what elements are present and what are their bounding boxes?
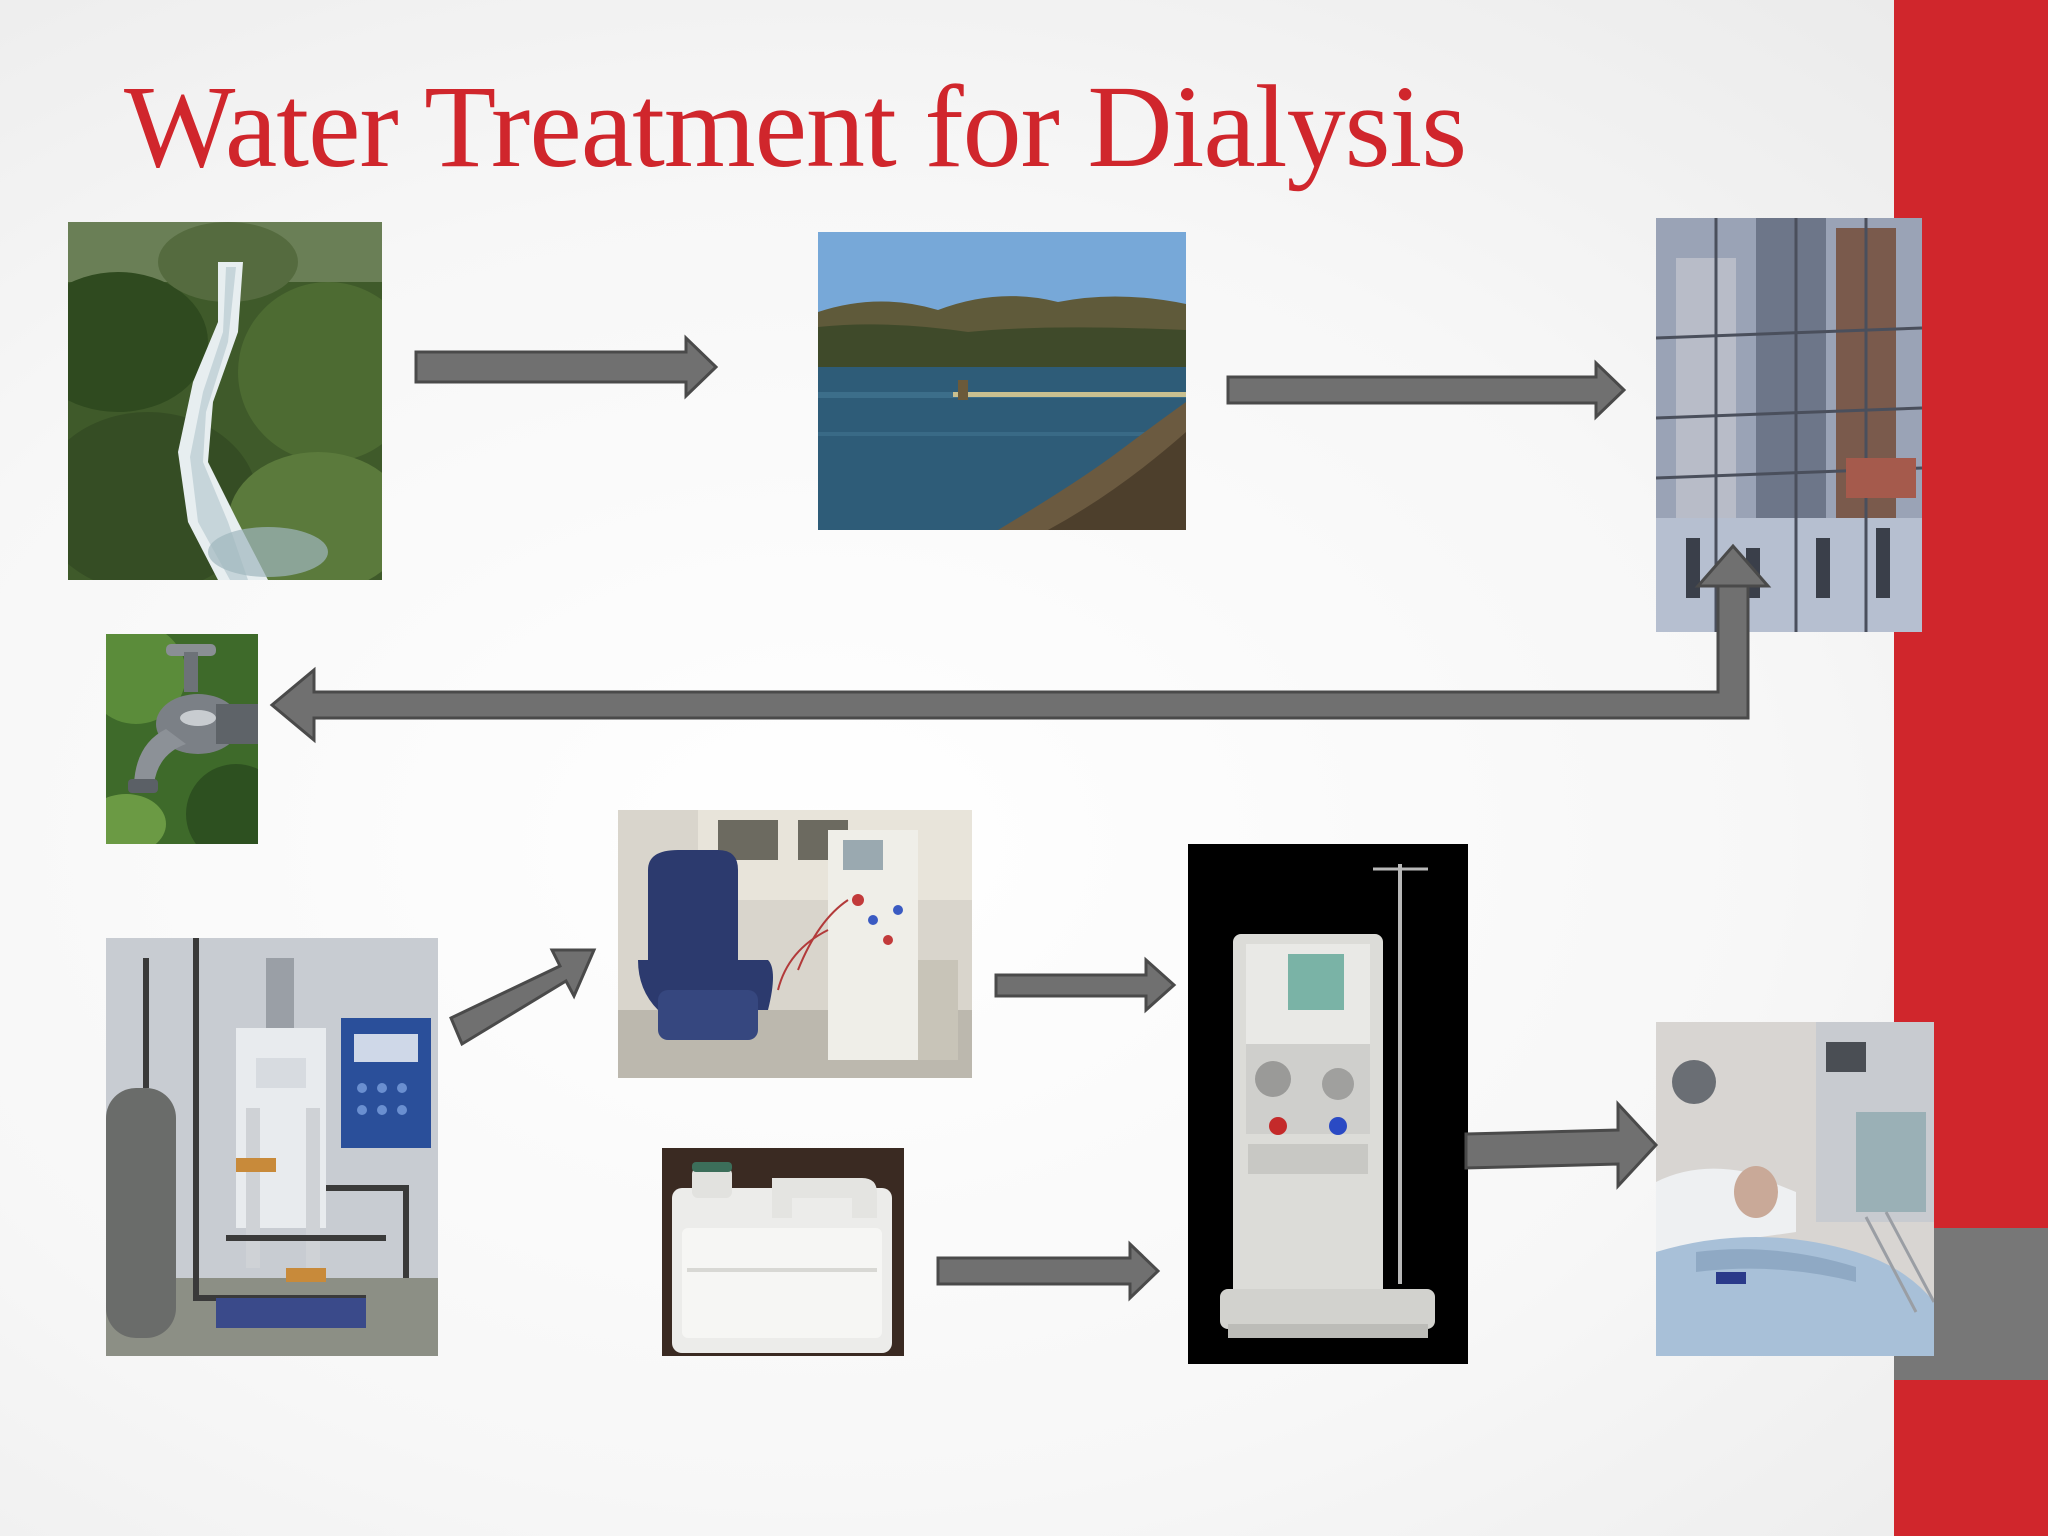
arrow-waterfall-to-reservoir [414,334,719,400]
dialysis-station-image [618,810,972,1078]
dialysis-station-photo [618,810,972,1078]
arrow-plant-to-tap [269,543,1772,744]
reservoir-image [818,232,1186,530]
concentrate-jug-image [662,1148,904,1356]
dialysis-machine-image [1188,844,1468,1364]
treatment-plant-image [1656,218,1922,632]
arrow-ro-to-station [449,948,597,1047]
dialysate-concentrate-jug-photo [662,1148,904,1356]
arrow-machine-to-patient [1464,1100,1659,1190]
reverse-osmosis-system-photo [106,938,438,1356]
patient-image [1656,1022,1934,1356]
waterfall-image [68,222,382,580]
hemodialysis-machine-photo [1188,844,1468,1364]
arrow-jug-to-machine [936,1240,1161,1302]
water-treatment-plant-photo [1656,218,1922,632]
waterfall-photo [68,222,382,580]
patient-in-bed-photo [1656,1022,1934,1356]
arrow-station-to-machine [994,956,1177,1014]
ro-system-image [106,938,438,1356]
water-tap-photo [106,634,258,844]
tap-image [106,634,258,844]
slide-title: Water Treatment for Dialysis [124,61,1467,192]
reservoir-lake-photo [818,232,1186,530]
arrow-reservoir-to-plant [1226,359,1627,421]
